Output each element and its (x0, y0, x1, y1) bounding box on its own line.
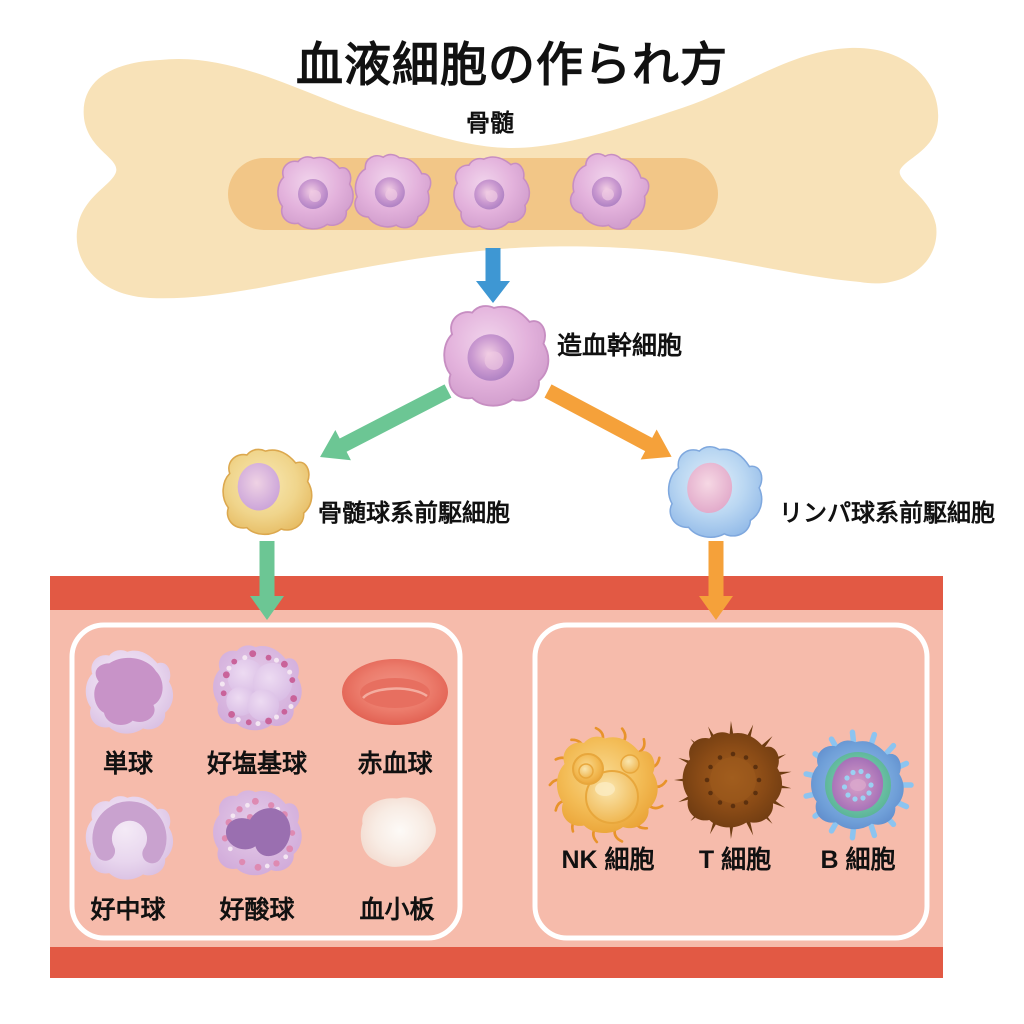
blood-vessel (50, 576, 943, 978)
vessel-wall-top (50, 576, 943, 610)
stem-cell-label: 造血幹細胞 (557, 332, 683, 360)
nk-cell-illustration (548, 726, 668, 844)
neutrophil-illustration (85, 796, 174, 880)
bone-illustration (76, 47, 939, 299)
basophil-illustration (213, 645, 302, 731)
myeloid-progenitor-illustration (222, 448, 313, 536)
arrow-bone-to-stem-cell (476, 248, 510, 303)
lymphoid-progenitor-label: リンパ球系前駆細胞 (779, 500, 995, 527)
t-cell-label: T 細胞 (698, 846, 772, 874)
arrow-to-myeloid (320, 384, 452, 461)
monocyte-label: 単球 (102, 750, 153, 778)
t-cell-illustration (674, 720, 792, 840)
neutrophil-label: 好中球 (90, 896, 166, 924)
arrow-myeloid-to-vessel (250, 541, 284, 620)
monocyte-illustration (85, 650, 174, 734)
myeloid-progenitor-label: 骨髄球系前駆細胞 (318, 500, 510, 527)
b-cell-illustration (806, 732, 911, 837)
arrow-to-lymphoid (544, 384, 672, 460)
hematopoietic-stem-cell-illustration (443, 305, 550, 407)
page-title: 血液細胞の作られ方 (296, 38, 728, 91)
nk-cell-label: NK 細胞 (561, 846, 655, 874)
vessel-wall-bottom (50, 947, 943, 978)
red-blood-cell-illustration (342, 659, 448, 725)
basophil-label: 好塩基球 (206, 750, 307, 778)
red-blood-cell-label: 赤血球 (357, 750, 433, 778)
lymphoid-cells-panel (532, 622, 930, 941)
arrow-lymphoid-to-vessel (699, 541, 733, 620)
lymphoid-progenitor-illustration (661, 440, 769, 545)
eosinophil-label: 好酸球 (219, 896, 295, 924)
platelet-label: 血小板 (359, 896, 435, 924)
b-cell-label: B 細胞 (820, 846, 896, 874)
myeloid-cells-panel (69, 622, 463, 941)
eosinophil-illustration (213, 790, 302, 876)
bone-marrow-label: 骨髄 (466, 110, 514, 137)
